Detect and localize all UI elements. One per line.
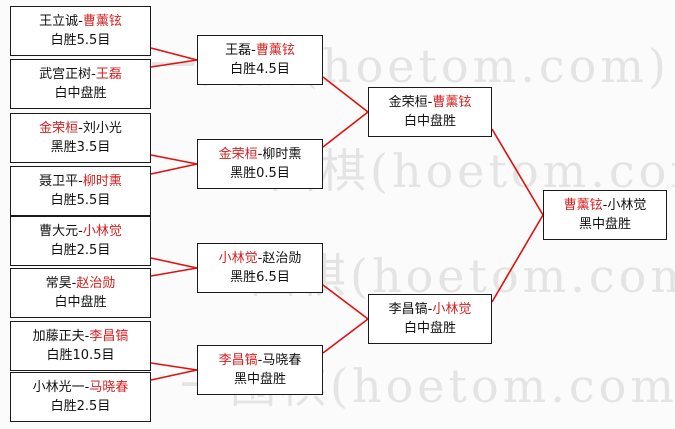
round2-match-4: 李昌镐-马晓春 黑中盘胜 <box>197 345 323 395</box>
separator: - <box>91 67 96 82</box>
connector-line <box>150 59 198 68</box>
player-2: 马晓春 <box>262 353 302 368</box>
player-1: 李昌镐 <box>218 353 258 368</box>
player-1: 曹薰铉 <box>563 198 603 213</box>
player-1: 小林光一 <box>32 380 85 395</box>
player-1: 聂卫平 <box>39 174 79 189</box>
separator: - <box>84 329 90 344</box>
player-1: 武宫正树 <box>39 67 92 82</box>
separator: - <box>84 380 90 395</box>
connector-line <box>322 111 369 148</box>
separator: - <box>257 251 263 266</box>
player-1: 王磊 <box>225 43 252 58</box>
player-1: 李昌镐 <box>388 302 428 317</box>
connector-line <box>322 76 369 113</box>
round1-match-1: 王立诚-曹薰铉 白胜5.5目 <box>10 6 151 56</box>
match-result: 黑胜6.5目 <box>230 270 290 285</box>
connector-line <box>322 318 369 354</box>
separator: - <box>71 276 77 291</box>
player-2: 赵治勋 <box>262 251 302 266</box>
connector-line <box>150 257 198 269</box>
round2-match-1: 王磊-曹薰铉 白胜4.5目 <box>197 35 323 85</box>
player-1: 金荣桓 <box>388 95 428 110</box>
match-result: 白胜2.5目 <box>50 243 111 258</box>
player-2: 赵治勋 <box>76 276 116 291</box>
match-result: 白中盘胜 <box>54 86 107 101</box>
player-1: 金荣桓 <box>39 121 79 136</box>
separator: - <box>427 95 433 110</box>
player-1: 小林觉 <box>218 251 258 266</box>
round2-match-3: 小林觉-赵治勋 黑胜6.5目 <box>197 243 323 293</box>
round3-match-1: 金荣桓-曹薰铉 白中盘胜 <box>368 87 492 137</box>
round1-match-3: 金荣桓-刘小光 黑胜3.5目 <box>10 113 151 163</box>
connector-line <box>150 47 198 61</box>
match-result: 白中盘胜 <box>54 295 107 310</box>
match-result: 白胜2.5目 <box>50 399 111 414</box>
match-result: 黑中盘胜 <box>233 372 286 387</box>
player-2: 曹薰铉 <box>82 14 122 29</box>
match-result: 白胜4.5目 <box>230 62 290 77</box>
separator: - <box>78 224 83 239</box>
match-result: 白胜5.5目 <box>50 193 111 208</box>
player-2: 曹薰铉 <box>432 95 472 110</box>
round1-match-5: 曹大元-小林觉 白胜2.5目 <box>10 216 151 266</box>
match-result: 白胜10.5目 <box>46 348 115 363</box>
separator: - <box>251 43 256 58</box>
separator: - <box>78 14 83 29</box>
match-result: 白中盘胜 <box>403 321 456 336</box>
final-match: 曹薰铉-小林觉 黑中盘胜 <box>543 190 667 240</box>
player-2: 王磊 <box>95 67 122 82</box>
player-2: 柳时熏 <box>82 174 122 189</box>
player-2: 李昌镐 <box>89 329 129 344</box>
player-2: 刘小光 <box>82 121 122 136</box>
separator: - <box>257 147 263 162</box>
round1-match-2: 武宫正树-王磊 白中盘胜 <box>10 59 151 109</box>
separator: - <box>602 198 608 213</box>
player-2: 马晓春 <box>89 380 129 395</box>
round1-match-8: 小林光一-马晓春 白胜2.5目 <box>10 372 151 422</box>
player-2: 小林觉 <box>82 224 122 239</box>
connector-line <box>150 163 198 175</box>
separator: - <box>257 353 263 368</box>
separator: - <box>78 174 83 189</box>
match-result: 白中盘胜 <box>403 114 456 129</box>
separator: - <box>78 121 83 136</box>
connector-line <box>491 214 544 303</box>
connector-line <box>150 267 198 277</box>
match-result: 白胜5.5目 <box>50 33 111 48</box>
player-1: 常昊 <box>45 276 72 291</box>
match-result: 黑胜0.5目 <box>230 166 290 181</box>
connector-line <box>150 369 198 381</box>
round1-match-6: 常昊-赵治勋 白中盘胜 <box>10 268 151 318</box>
round1-match-4: 聂卫平-柳时熏 白胜5.5目 <box>10 166 151 216</box>
round3-match-2: 李昌镐-小林觉 白中盘胜 <box>368 294 492 344</box>
player-2: 小林觉 <box>432 302 472 317</box>
player-2: 小林觉 <box>607 198 647 213</box>
player-1: 金荣桓 <box>218 147 258 162</box>
player-2: 柳时熏 <box>262 147 302 162</box>
player-1: 曹大元 <box>39 224 79 239</box>
round1-match-7: 加藤正夫-李昌镐 白胜10.5目 <box>10 321 151 371</box>
round2-match-2: 金荣桓-柳时熏 黑胜0.5目 <box>197 139 323 189</box>
connector-line <box>150 154 198 165</box>
player-1: 王立诚 <box>39 14 79 29</box>
connector-line <box>491 128 544 216</box>
separator: - <box>427 302 433 317</box>
connector-line <box>150 362 198 371</box>
match-result: 黑胜3.5目 <box>50 140 111 155</box>
match-result: 黑中盘胜 <box>578 217 631 232</box>
connector-line <box>322 284 369 320</box>
player-1: 加藤正夫 <box>32 329 85 344</box>
player-2: 曹薰铉 <box>255 43 295 58</box>
